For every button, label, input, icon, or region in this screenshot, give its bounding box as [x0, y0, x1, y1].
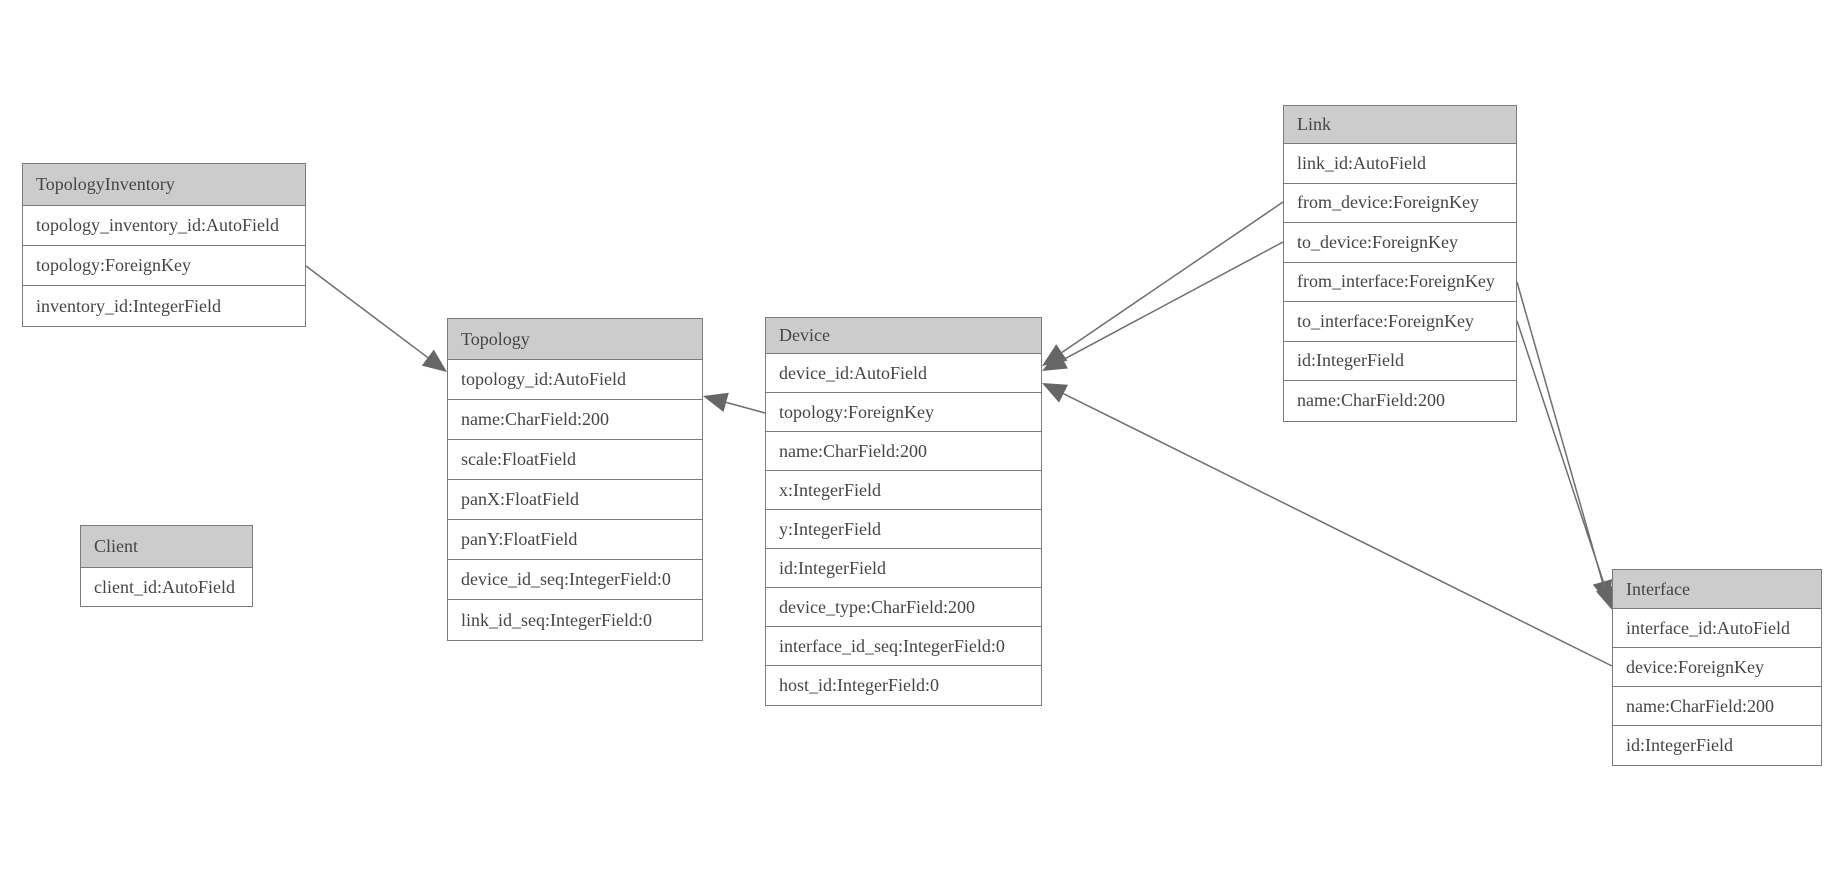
entity-field-row: device_id:AutoField: [766, 354, 1041, 393]
entity-field-row: topology:ForeignKey: [23, 246, 305, 286]
entity-title-link: Link: [1284, 106, 1516, 144]
entity-field-row: interface_id_seq:IntegerField:0: [766, 627, 1041, 666]
entity-field-row: name:CharField:200: [1613, 687, 1821, 726]
relationship-line-link-to_interface-to-interface: [1516, 320, 1607, 589]
entity-field-row: host_id:IntegerField:0: [766, 666, 1041, 705]
entity-field-row: from_device:ForeignKey: [1284, 183, 1516, 223]
entity-field-row: x:IntegerField: [766, 471, 1041, 510]
entity-field-row: topology_inventory_id:AutoField: [23, 206, 305, 246]
entity-field-row: to_interface:ForeignKey: [1284, 302, 1516, 342]
entity-field-row: device_id_seq:IntegerField:0: [448, 560, 702, 600]
entity-field-row: link_id_seq:IntegerField:0: [448, 600, 702, 640]
arrowhead-device-topology-to-topology: [703, 392, 729, 412]
entity-field-row: to_device:ForeignKey: [1284, 223, 1516, 263]
entity-title-topology: Topology: [448, 319, 702, 360]
entity-field-row: name:CharField:200: [1284, 381, 1516, 421]
entity-title-interface: Interface: [1613, 570, 1821, 609]
arrowhead-link-from_interface-to-interface: [1592, 579, 1613, 605]
entity-title-client: Client: [81, 526, 252, 568]
entity-field-row: interface_id:AutoField: [1613, 609, 1821, 648]
entity-field-row: device:ForeignKey: [1613, 648, 1821, 687]
relationship-line-topologyinventory-topology-to-topology: [305, 265, 429, 359]
arrowhead-link-to_device-to-device: [1042, 350, 1068, 371]
entity-field-row: id:IntegerField: [766, 549, 1041, 588]
entity-field-row: name:CharField:200: [766, 432, 1041, 471]
entity-field-row: inventory_id:IntegerField: [23, 286, 305, 326]
entity-field-row: id:IntegerField: [1284, 341, 1516, 381]
relationship-line-link-from_device-to-device: [1061, 201, 1284, 354]
entity-field-row: panX:FloatField: [448, 480, 702, 520]
entity-field-row: id:IntegerField: [1613, 726, 1821, 765]
relationship-line-link-from_interface-to-interface: [1516, 281, 1604, 583]
entity-field-row: panY:FloatField: [448, 520, 702, 560]
entity-field-row: device_type:CharField:200: [766, 588, 1041, 627]
entity-field-row: client_id:AutoField: [81, 568, 252, 606]
entity-field-row: from_interface:ForeignKey: [1284, 262, 1516, 302]
entity-field-row: name:CharField:200: [448, 400, 702, 440]
arrowhead-link-from_device-to-device: [1042, 344, 1068, 366]
entity-title-topologyinventory: TopologyInventory: [23, 164, 305, 206]
relationship-line-interface-device-to-device: [1063, 393, 1613, 667]
entity-field-row: topology_id:AutoField: [448, 360, 702, 400]
relationship-line-device-topology-to-topology: [725, 401, 766, 414]
entity-field-row: topology:ForeignKey: [766, 393, 1041, 432]
arrowhead-topologyinventory-topology-to-topology: [421, 349, 447, 372]
entity-field-row: y:IntegerField: [766, 510, 1041, 549]
entity-field-row: link_id:AutoField: [1284, 144, 1516, 184]
arrowhead-interface-device-to-device: [1042, 383, 1068, 403]
relationship-line-link-to_device-to-device: [1062, 241, 1284, 361]
entity-title-device: Device: [766, 318, 1041, 354]
entity-field-row: scale:FloatField: [448, 440, 702, 480]
